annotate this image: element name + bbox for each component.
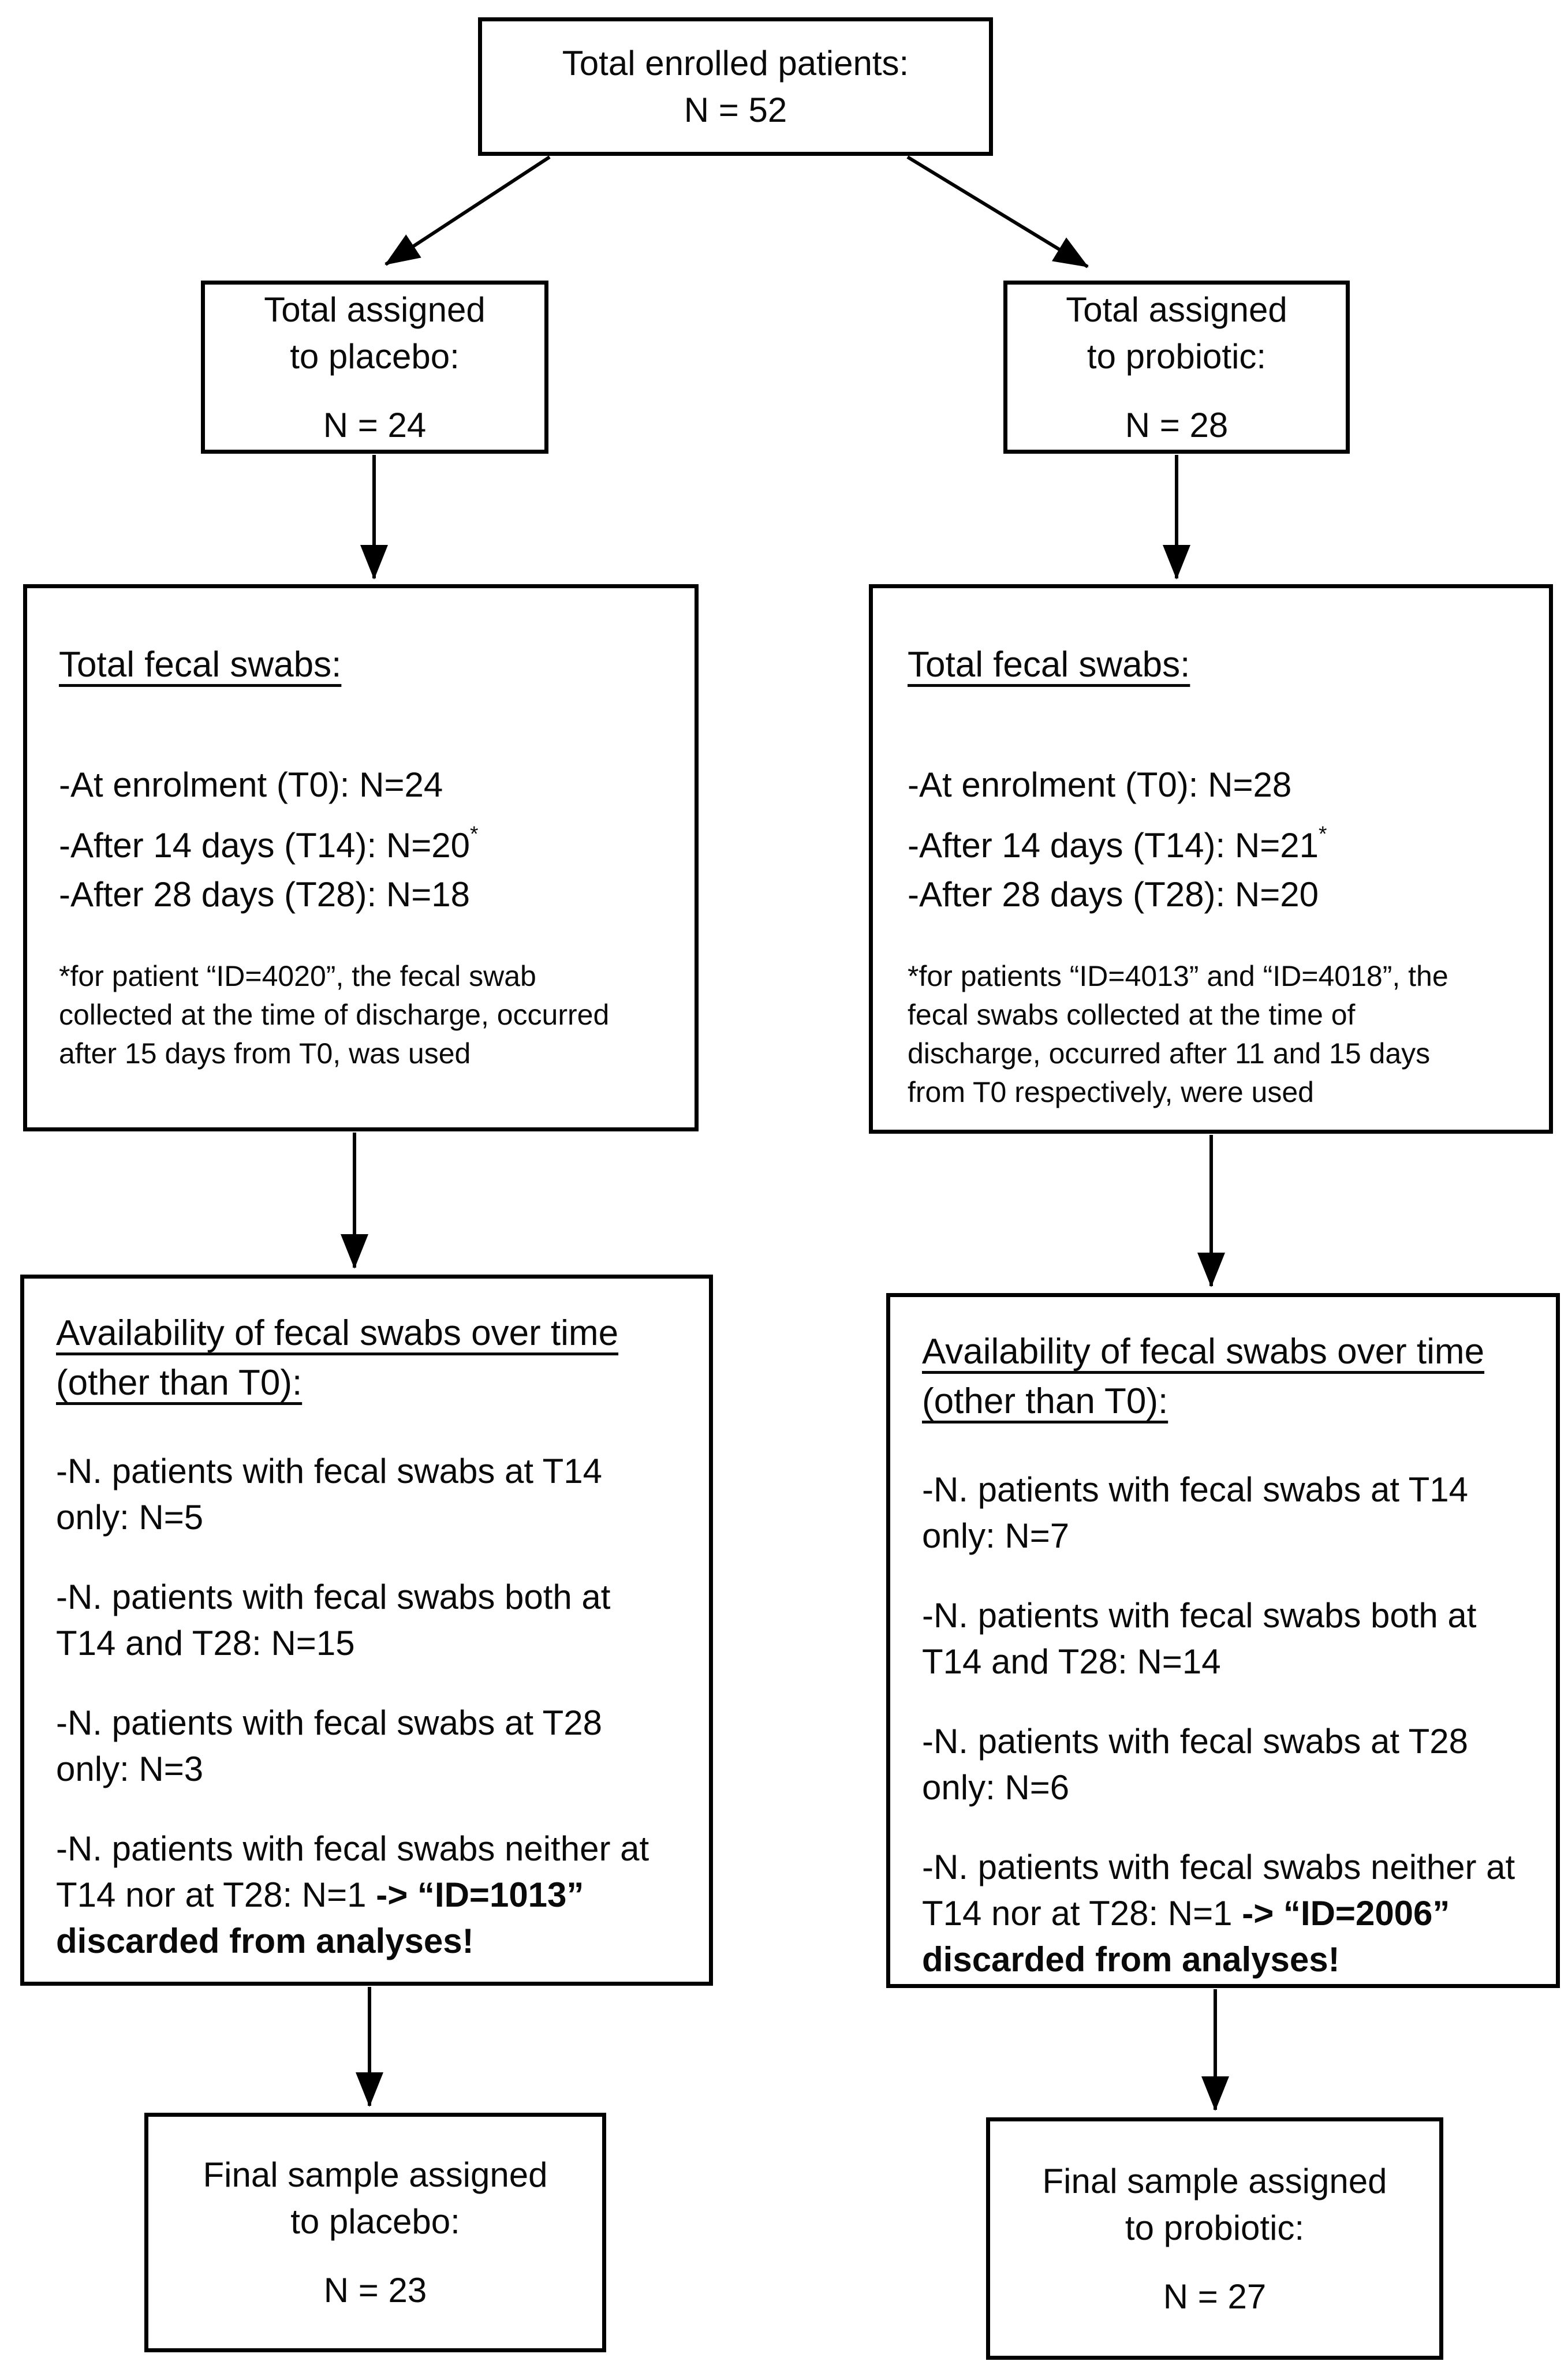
swabs-probiotic-line-t14-text: -After 14 days (T14): N=21	[908, 826, 1319, 865]
swabs-placebo-heading: Total fecal swabs:	[59, 645, 342, 685]
swabs-probiotic-line-t0: -At enrolment (T0): N=28	[908, 765, 1292, 804]
node-availability-probiotic: Availability of fecal swabs over time (o…	[886, 1293, 1560, 1988]
node-assigned-probiotic: Total assigned to probiotic: N = 28	[1003, 281, 1350, 454]
availability-probiotic-neither: -N. patients with fecal swabs neither at…	[922, 1844, 1539, 1983]
node-final-probiotic-label-line2: to probiotic:	[1125, 2208, 1305, 2247]
node-final-placebo-label-line2: to placebo:	[290, 2202, 460, 2241]
arrow-enrolled-to-probiotic	[906, 155, 1089, 268]
footnote-marker: *	[1318, 821, 1327, 846]
node-assigned-probiotic-label-line2: to probiotic:	[1087, 337, 1267, 376]
node-assigned-placebo: Total assigned to placebo: N = 24	[201, 281, 548, 454]
availability-placebo-t14-only: -N. patients with fecal swabs at T14 onl…	[56, 1452, 602, 1537]
node-assigned-probiotic-count: N = 28	[1125, 405, 1229, 444]
availability-probiotic-heading: Availability of fecal swabs over time (o…	[922, 1332, 1485, 1421]
swabs-placebo-body: -At enrolment (T0): N=24 -After 14 days …	[59, 760, 671, 919]
swabs-placebo-line-t14-text: -After 14 days (T14): N=20	[59, 826, 470, 865]
node-swabs-placebo: Total fecal swabs: -At enrolment (T0): N…	[23, 584, 699, 1131]
availability-probiotic-t14-only: -N. patients with fecal swabs at T14 onl…	[922, 1470, 1468, 1555]
node-total-enrolled-count: N = 52	[684, 91, 787, 129]
swabs-probiotic-line-t28: -After 28 days (T28): N=20	[908, 875, 1319, 914]
node-final-placebo-count: N = 23	[323, 2271, 427, 2310]
node-assigned-placebo-count: N = 24	[323, 405, 427, 444]
node-assigned-placebo-label-line1: Total assigned	[264, 290, 486, 329]
availability-placebo-both: -N. patients with fecal swabs both at T1…	[56, 1578, 611, 1662]
node-final-placebo-label-line1: Final sample assigned	[203, 2155, 548, 2194]
availability-placebo-discarded-note: -> “ID=1013” discarded from analyses!	[56, 1875, 584, 1960]
arrow-enrolled-to-placebo	[384, 155, 551, 266]
swabs-placebo-line-t28: -After 28 days (T28): N=18	[59, 875, 470, 914]
node-assigned-placebo-label-line2: to placebo:	[290, 337, 460, 376]
availability-placebo-neither-text: -N. patients with fecal swabs neither at…	[56, 1829, 649, 1914]
node-total-enrolled: Total enrolled patients: N = 52	[478, 17, 993, 156]
availability-probiotic-discarded-note: -> “ID=2006” discarded from analyses!	[922, 1894, 1450, 1979]
node-final-placebo: Final sample assigned to placebo: N = 23	[144, 2113, 606, 2352]
availability-probiotic-neither-text: -N. patients with fecal swabs neither at…	[922, 1848, 1515, 1933]
availability-probiotic-t28-only: -N. patients with fecal swabs at T28 onl…	[922, 1722, 1468, 1807]
availability-probiotic-both: -N. patients with fecal swabs both at T1…	[922, 1596, 1477, 1681]
swabs-probiotic-footnote: *for patients “ID=4013” and “ID=4018”, t…	[908, 960, 1448, 1108]
node-assigned-probiotic-label-line1: Total assigned	[1066, 290, 1287, 329]
node-final-probiotic-count: N = 27	[1163, 2277, 1267, 2316]
availability-placebo-neither: -N. patients with fecal swabs neither at…	[56, 1826, 692, 1964]
swabs-probiotic-line-t14: -After 14 days (T14): N=21*	[908, 809, 1526, 870]
swabs-placebo-footnote: *for patient “ID=4020”, the fecal swab c…	[59, 960, 610, 1070]
swabs-placebo-line-t14: -After 14 days (T14): N=20*	[59, 809, 671, 870]
availability-placebo-t28-only: -N. patients with fecal swabs at T28 onl…	[56, 1703, 602, 1788]
node-swabs-probiotic: Total fecal swabs: -At enrolment (T0): N…	[869, 584, 1553, 1134]
node-total-enrolled-label: Total enrolled patients:	[562, 44, 909, 83]
footnote-marker: *	[469, 821, 479, 846]
swabs-probiotic-body: -At enrolment (T0): N=28 -After 14 days …	[908, 760, 1526, 919]
node-final-probiotic-label-line1: Final sample assigned	[1042, 2161, 1387, 2200]
swabs-probiotic-heading: Total fecal swabs:	[908, 645, 1190, 685]
node-availability-placebo: Availability of fecal swabs over time (o…	[20, 1275, 713, 1986]
swabs-placebo-line-t0: -At enrolment (T0): N=24	[59, 765, 443, 804]
availability-placebo-heading: Availability of fecal swabs over time (o…	[56, 1313, 619, 1403]
node-final-probiotic: Final sample assigned to probiotic: N = …	[986, 2117, 1443, 2360]
